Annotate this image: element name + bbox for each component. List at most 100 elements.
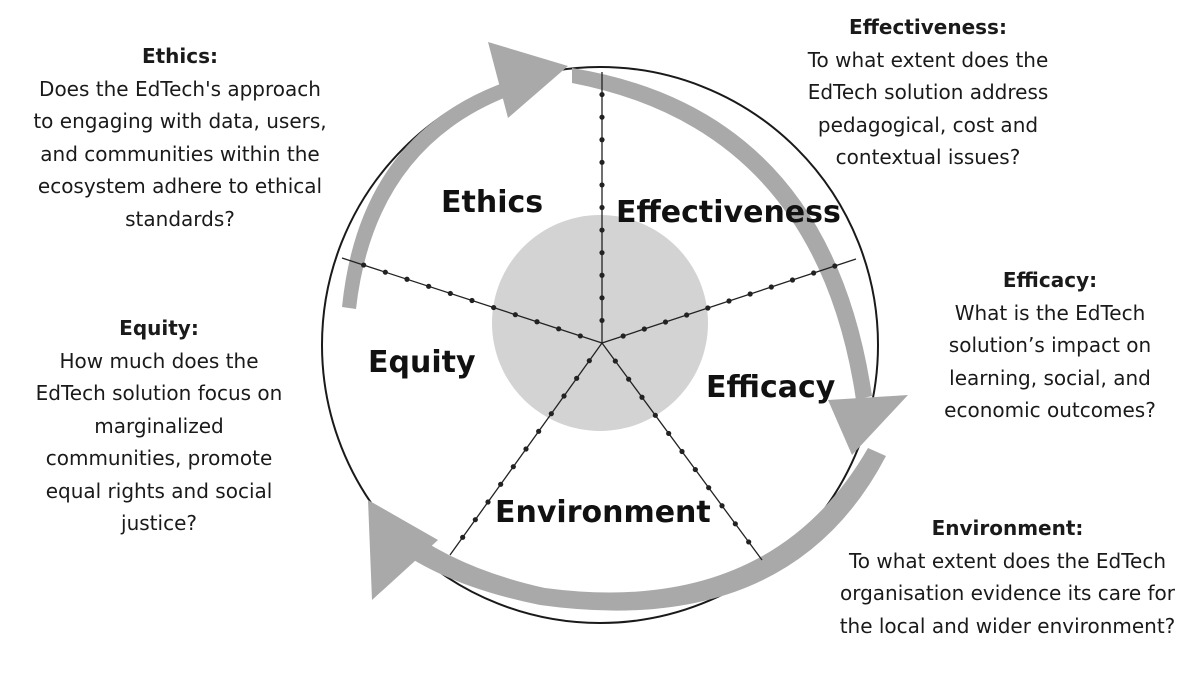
description-line: marginalized: [94, 413, 224, 438]
description-line: standards?: [125, 206, 235, 231]
arrow-top-band: [342, 79, 520, 309]
spoke-lower-right-dot: [692, 466, 698, 473]
spoke-upper-left-dot: [556, 326, 562, 332]
spoke-top-dot: [599, 137, 605, 143]
outer-circle: [321, 66, 879, 624]
description-heading-environment: Environment:: [931, 516, 1084, 540]
spoke-lower-right-dot: [679, 448, 685, 455]
segment-label-efficacy: Efficacy: [706, 370, 836, 405]
spoke-lower-left-dot: [472, 517, 478, 523]
description-efficacy: Efficacy: What is the EdTech solution’s …: [905, 264, 1195, 427]
description-line: learning, social, and: [949, 365, 1151, 390]
spoke-lower-left-dot: [498, 481, 504, 487]
spoke-lower-right-dot: [746, 539, 752, 545]
description-heading-efficacy: Efficacy:: [1002, 268, 1098, 292]
spoke-lower-right-dot: [639, 394, 645, 400]
description-line: organisation evidence its care for: [839, 581, 1176, 605]
spoke-lower-right-dot: [706, 485, 712, 491]
arrow-right-band: [572, 68, 872, 400]
spoke-upper-left-dot: [361, 262, 367, 268]
spoke-upper-left-dot: [491, 304, 497, 311]
spoke-lower-right-dot: [612, 358, 618, 364]
description-line: to engaging with data, users,: [33, 109, 327, 133]
spoke-upper-right-dot: [832, 263, 838, 269]
spoke-top-dot: [599, 317, 605, 324]
description-line: To what extent does the: [807, 47, 1049, 72]
spoke-upper-right-dot: [768, 284, 774, 290]
description-effectiveness: Effectiveness: To what extent does the E…: [768, 11, 1088, 174]
spoke-upper-left-dot: [534, 319, 540, 325]
segment-label-ethics: Ethics: [441, 185, 544, 220]
description-line: ecosystem adhere to ethical: [37, 174, 323, 198]
spoke-top-dot: [599, 114, 605, 120]
spoke-top-dot: [599, 182, 605, 188]
description-line: economic outcomes?: [944, 398, 1156, 422]
center-circle: [492, 215, 708, 431]
spoke-lower-right-dot: [732, 521, 738, 527]
segment-label-equity: Equity: [368, 345, 476, 380]
spoke-upper-left-dot: [512, 312, 518, 318]
description-line: What is the EdTech: [954, 300, 1146, 325]
arrow-bottom-band: [385, 448, 886, 611]
spoke-upper-right-dot: [641, 326, 647, 332]
arrow-right-head: [828, 395, 908, 455]
spoke-top-dot: [599, 204, 605, 211]
description-line: EdTech solution address: [807, 80, 1049, 104]
spoke-upper-right-dot: [747, 291, 753, 297]
spoke-top-dot: [599, 159, 605, 165]
spoke-lower-right-dot: [652, 412, 658, 418]
description-line: pedagogical, cost and: [817, 112, 1039, 137]
spoke-lower-right-dot: [666, 430, 672, 437]
spoke-lower-right-dot: [719, 503, 725, 509]
spoke-upper-left-dot: [447, 290, 453, 297]
spoke-lower-left-dot: [510, 464, 516, 470]
spoke-upper-left-dot: [382, 269, 388, 275]
spoke-upper-right-dot: [684, 312, 690, 318]
spoke-upper-left-dot: [404, 276, 410, 282]
spoke-top-dot: [599, 250, 605, 256]
description-line: Does the EdTech's approach: [39, 76, 321, 101]
spoke-upper-right-dot: [811, 270, 817, 276]
spoke-lower-left-dot: [548, 411, 554, 417]
description-line: EdTech solution focus on: [35, 381, 283, 405]
description-line: equal rights and social: [45, 478, 273, 503]
spoke-top-dot: [599, 91, 605, 98]
arrow-top-head: [488, 42, 568, 118]
spoke-upper-right-dot: [726, 298, 732, 304]
description-line: solution’s impact on: [948, 333, 1152, 357]
spoke-upper-right-dot: [705, 305, 711, 311]
spokes: [341, 72, 857, 561]
spoke-lower-left-dot: [561, 393, 567, 399]
description-line: contextual issues?: [835, 145, 1021, 169]
spoke-upper-left-dot: [469, 297, 475, 304]
description-line: How much does the: [59, 348, 259, 373]
description-equity: Equity: How much does the EdTech solutio…: [6, 312, 312, 540]
arrow-bottom-head: [368, 500, 438, 600]
spoke-upper-right-dot: [620, 333, 626, 339]
spoke-upper-left-dot: [426, 283, 432, 289]
description-heading-ethics: Ethics:: [141, 44, 219, 68]
description-line: the local and wider environment?: [839, 613, 1176, 638]
spoke-top-dot: [599, 295, 605, 301]
description-heading-equity: Equity:: [119, 316, 199, 340]
description-environment: Environment: To what extent does the EdT…: [815, 512, 1200, 642]
spoke-lower-right-dot: [626, 376, 632, 382]
description-line: To what extent does the EdTech: [848, 548, 1167, 573]
segment-label-environment: Environment: [495, 495, 711, 530]
spoke-upper-right-dot: [662, 319, 669, 325]
description-line: communities, promote: [45, 446, 273, 470]
spoke-lower-left-dot: [523, 446, 529, 452]
description-ethics: Ethics: Does the EdTech's approach to en…: [10, 40, 350, 235]
description-line: and communities within the: [40, 141, 320, 166]
spoke-top-dot: [599, 272, 605, 278]
spoke-lower-left-dot: [586, 358, 592, 364]
spoke-lower-left-dot: [574, 375, 580, 381]
description-heading-effectiveness: Effectiveness:: [849, 15, 1007, 39]
spoke-top-dot: [599, 227, 605, 233]
spoke-upper-right-dot: [789, 277, 796, 283]
spoke-lower-left-dot: [460, 534, 466, 540]
description-line: justice?: [121, 511, 197, 535]
spoke-upper-left-dot: [577, 333, 583, 339]
spoke-lower-left-dot: [485, 499, 491, 505]
